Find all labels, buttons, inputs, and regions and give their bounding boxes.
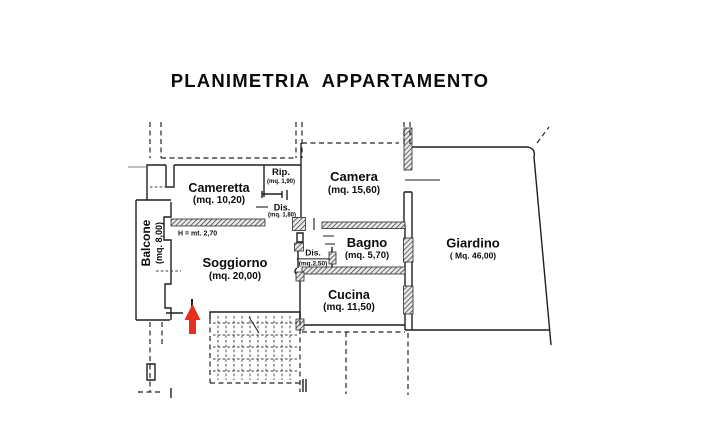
room-label-rip: Rip. (mq. 1,90) bbox=[266, 167, 296, 186]
room-area: (mq. 5,70) bbox=[344, 250, 390, 262]
room-label-dis-upper: Dis. (mq. 1,80) bbox=[268, 202, 296, 219]
room-name: Soggiorno bbox=[202, 254, 268, 270]
room-area: (mq. 10,20) bbox=[192, 195, 246, 207]
boundary-dashed bbox=[138, 122, 550, 395]
room-label-camera: Camera (mq. 15,60) bbox=[327, 168, 381, 196]
room-name: Bagno bbox=[346, 235, 388, 251]
room-area: (mq.2,50) bbox=[296, 258, 330, 268]
room-name: Cucina bbox=[328, 288, 370, 303]
room-area: (mq. 11,50) bbox=[323, 302, 375, 314]
room-area: (mq. 20,00) bbox=[208, 270, 262, 282]
room-name: Dis. bbox=[305, 247, 321, 258]
room-name: Balcone bbox=[138, 219, 153, 267]
room-name: Dis. bbox=[273, 202, 291, 213]
room-label-dis-lower: Dis. (mq.2,50) bbox=[296, 247, 330, 268]
room-area: (mq. 15,60) bbox=[327, 184, 381, 196]
room-area: ( Mq. 46,00) bbox=[449, 250, 497, 261]
walls-solid bbox=[135, 143, 552, 398]
room-label-balcone: Balcone (mq. 8,00) bbox=[138, 219, 164, 267]
room-area: (mq. 8,00) bbox=[153, 222, 164, 265]
room-label-giardino: Giardino ( Mq. 46,00) bbox=[446, 235, 500, 262]
entrance-arrow bbox=[184, 304, 201, 334]
stairs bbox=[150, 186, 297, 380]
room-label-cameretta: Cameretta (mq. 10,20) bbox=[188, 181, 249, 207]
room-label-cucina: Cucina (mq. 11,50) bbox=[323, 288, 375, 314]
room-label-soggiorno: Soggiorno (mq. 20,00) bbox=[202, 254, 268, 282]
room-name: Giardino bbox=[446, 235, 500, 251]
plan-title: PLANIMETRIA APPARTAMENTO bbox=[170, 70, 490, 91]
room-name: Camera bbox=[330, 168, 378, 184]
room-area: (mq. 1,90) bbox=[266, 179, 296, 186]
room-name: Rip. bbox=[272, 167, 290, 179]
room-area: (mq. 1,80) bbox=[267, 212, 297, 219]
room-label-bagno: Bagno (mq. 5,70) bbox=[344, 235, 390, 262]
room-name: Cameretta bbox=[188, 181, 250, 196]
ceiling-height-note: H = mt. 2,70 bbox=[178, 230, 218, 238]
